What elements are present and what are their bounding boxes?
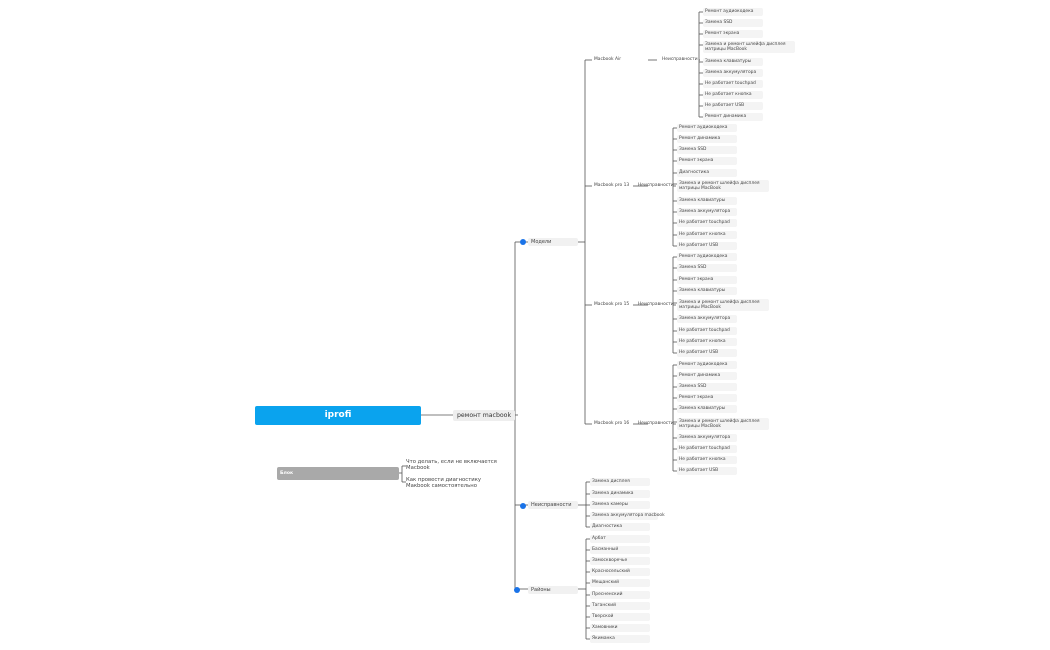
fault-item[interactable]: Замена аккумулятора [703, 69, 763, 77]
model-node[interactable]: Macbook Air [594, 57, 622, 62]
fault-item[interactable]: Замена аккумулятора [677, 315, 737, 323]
general-fault-item[interactable]: Замена камеры [590, 501, 650, 509]
fault-item[interactable]: Не работает кнопка [677, 231, 737, 239]
district-item[interactable]: Арбат [590, 535, 650, 543]
district-item[interactable]: Якиманка [590, 635, 650, 643]
fault-item[interactable]: Не работает кнопка [677, 456, 737, 464]
model-faults-node[interactable]: Неисправности [638, 421, 674, 426]
fault-item[interactable]: Замена и ремонт шлейфа дисплея матрицы M… [677, 418, 769, 430]
fault-item[interactable]: Замена SSD [677, 383, 737, 391]
model-node[interactable]: Macbook pro 13 [594, 183, 630, 188]
fault-item[interactable]: Ремонт динамика [703, 113, 763, 121]
fault-item[interactable]: Замена SSD [677, 264, 737, 272]
general-fault-item[interactable]: Замена динамика [590, 490, 650, 498]
fault-item[interactable]: Ремонт аудиокодека [703, 8, 763, 16]
category-districts[interactable]: Районы [528, 586, 578, 594]
fault-item[interactable]: Замена SSD [677, 146, 737, 154]
districts-dot [514, 587, 520, 593]
fault-item[interactable]: Ремонт экрана [703, 30, 763, 38]
district-item[interactable]: Хамовники [590, 624, 650, 632]
fault-item[interactable]: Не работает touchpad [703, 80, 763, 88]
fault-item[interactable]: Не работает touchpad [677, 219, 737, 227]
general-fault-item[interactable]: Замена аккумулятора macbook [590, 512, 665, 520]
category-models[interactable]: Модели [528, 238, 578, 246]
district-item[interactable]: Пресненский [590, 591, 650, 599]
fault-item[interactable]: Замена и ремонт шлейфа дисплея матрицы M… [677, 180, 769, 192]
fault-item[interactable]: Диагностика [677, 169, 737, 177]
model-faults-node[interactable]: Неисправности [638, 183, 674, 188]
model-faults-node[interactable]: Неисправности [638, 302, 674, 307]
fault-item[interactable]: Замена аккумулятора [677, 208, 737, 216]
faults-dot [520, 503, 526, 509]
fault-item[interactable]: Не работает USB [677, 242, 737, 250]
fault-item[interactable]: Не работает touchpad [677, 327, 737, 335]
fault-item[interactable]: Не работает touchpad [677, 445, 737, 453]
fault-item[interactable]: Ремонт аудиокодека [677, 124, 737, 132]
fault-item[interactable]: Ремонт динамика [677, 372, 737, 380]
district-item[interactable]: Тверской [590, 613, 650, 621]
fault-item[interactable]: Не работает USB [677, 467, 737, 475]
fault-item[interactable]: Замена и ремонт шлейфа дисплея матрицы M… [677, 299, 769, 311]
note-block[interactable]: Блок [277, 467, 399, 480]
fault-item[interactable]: Ремонт аудиокодека [677, 253, 737, 261]
category-faults[interactable]: Неисправности [528, 501, 578, 509]
model-node[interactable]: Macbook pro 16 [594, 421, 630, 426]
fault-item[interactable]: Ремонт динамика [677, 135, 737, 143]
general-fault-item[interactable]: Замена дисплея [590, 478, 650, 486]
note-item[interactable]: Как провести диагностику Макbook самосто… [406, 477, 482, 489]
fault-item[interactable]: Не работает кнопка [677, 338, 737, 346]
fault-item[interactable]: Замена и ремонт шлейфа дисплея матрицы M… [703, 41, 795, 53]
fault-item[interactable]: Замена клавиатуры [677, 405, 737, 413]
fault-item[interactable]: Замена клавиатуры [677, 197, 737, 205]
fault-item[interactable]: Не работает USB [703, 102, 763, 110]
model-node[interactable]: Macbook pro 15 [594, 302, 630, 307]
root-node[interactable]: iprofi [255, 406, 421, 425]
fault-item[interactable]: Замена клавиатуры [703, 58, 763, 66]
fault-item[interactable]: Замена аккумулятора [677, 434, 737, 442]
fault-item[interactable]: Не работает кнопка [703, 91, 763, 99]
fault-item[interactable]: Ремонт экрана [677, 276, 737, 284]
general-fault-item[interactable]: Диагностика [590, 523, 650, 531]
hub-node[interactable]: ремонт macbook [453, 410, 515, 421]
fault-item[interactable]: Ремонт экрана [677, 157, 737, 165]
district-item[interactable]: Красносельский [590, 568, 650, 576]
fault-item[interactable]: Ремонт аудиокодека [677, 361, 737, 369]
fault-item[interactable]: Замена SSD [703, 19, 763, 27]
district-item[interactable]: Таганский [590, 602, 650, 610]
fault-item[interactable]: Ремонт экрана [677, 394, 737, 402]
note-item[interactable]: Что делать, если не включается Macbook [406, 459, 497, 471]
model-faults-node[interactable]: Неисправности [662, 57, 698, 62]
district-item[interactable]: Мещанский [590, 579, 650, 587]
fault-item[interactable]: Не работает USB [677, 349, 737, 357]
models-dot [520, 239, 526, 245]
district-item[interactable]: Замоскворечье [590, 557, 650, 565]
fault-item[interactable]: Замена клавиатуры [677, 287, 737, 295]
district-item[interactable]: Басманный [590, 546, 650, 554]
